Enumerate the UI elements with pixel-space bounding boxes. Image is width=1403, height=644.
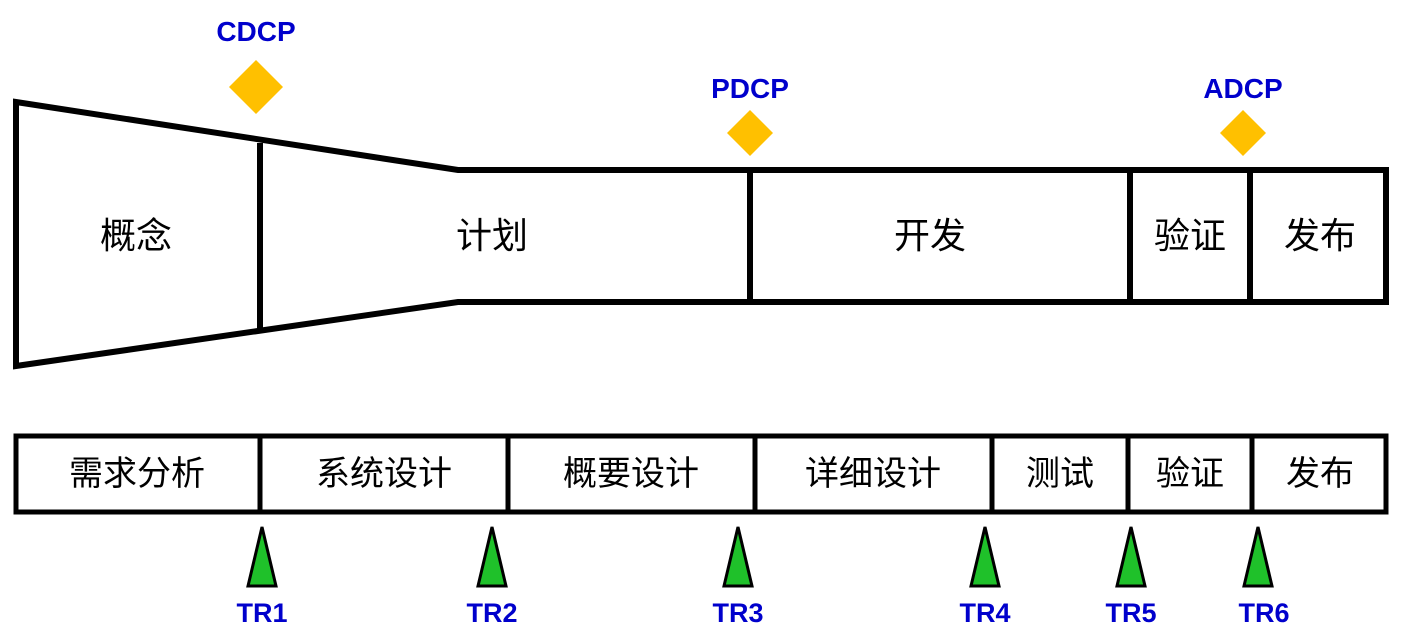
stage-label-outline-design: 概要设计: [563, 455, 699, 493]
tr-label-4: TR4: [959, 598, 1011, 628]
tr5-triangle-icon: [1115, 526, 1147, 588]
phase-label-verify: 验证: [1153, 215, 1227, 256]
milestone-label-pdcp: PDCP: [711, 73, 789, 104]
tr1-triangle-icon: [246, 526, 278, 588]
phase-label-plan: 计划: [455, 215, 529, 256]
milestone-label-cdcp: CDCP: [216, 16, 296, 47]
stage-label-requirements-analysis: 需求分析: [69, 455, 205, 493]
phase-label-release: 发布: [1283, 215, 1357, 256]
tr-label-5: TR5: [1105, 598, 1157, 628]
tr4-triangle-icon: [969, 526, 1001, 588]
funnel-outline: [13, 98, 1389, 370]
adcp-diamond-icon: [1220, 110, 1266, 156]
tr6-triangle-icon: [1242, 526, 1274, 588]
pdcp-diamond-icon: [727, 110, 773, 156]
milestone-label-adcp: ADCP: [1203, 73, 1283, 104]
tr-label-2: TR2: [466, 598, 518, 628]
tr-label-1: TR1: [236, 598, 288, 628]
stage-row-border: [13, 433, 1389, 515]
tr2-triangle-icon: [476, 526, 508, 588]
tr3-triangle-icon: [722, 526, 754, 588]
phase-label-concept: 概念: [99, 215, 173, 256]
phase-label-develop: 开发: [893, 215, 967, 256]
cdcp-diamond-icon: [229, 60, 283, 114]
stage-label-test: 测试: [1026, 455, 1094, 493]
stage-label-verify: 验证: [1156, 455, 1224, 493]
stage-label-release: 发布: [1286, 455, 1354, 493]
tr-label-3: TR3: [712, 598, 764, 628]
tr-label-6: TR6: [1238, 598, 1290, 628]
stage-label-system-design: 系统设计: [316, 455, 452, 493]
stage-label-detailed-design: 详细设计: [805, 455, 941, 493]
